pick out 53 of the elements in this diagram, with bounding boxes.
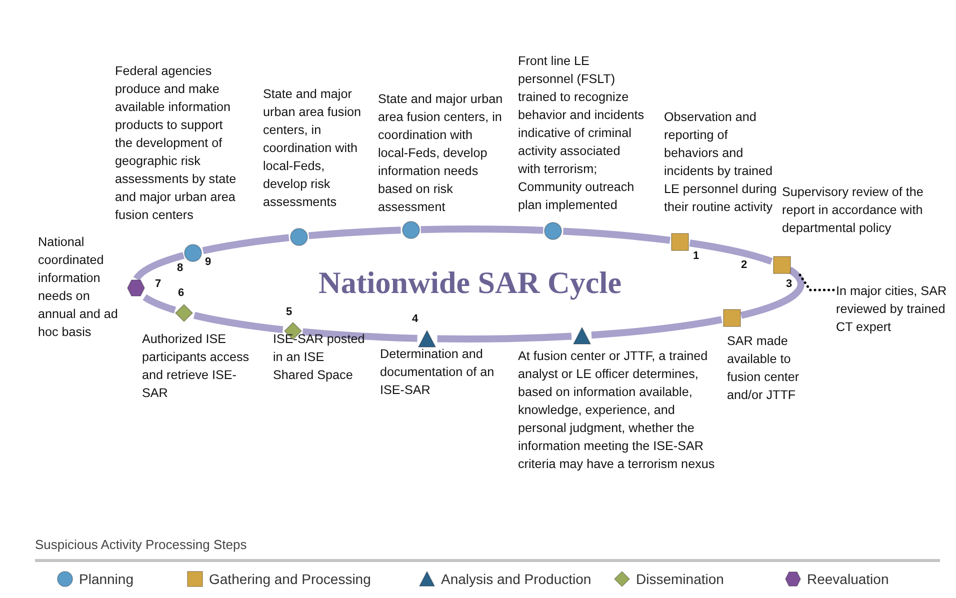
circle-marker [184,244,202,262]
box-marker [772,256,791,274]
cycle-track [420,226,544,234]
step-number: 7 [155,278,162,290]
step-number: 4 [412,313,418,325]
dotted-connector [798,274,836,292]
step-description: Determination and documentation of an ISE-SAR [380,346,496,399]
hexagon-marker [126,279,145,298]
step-description: ISE-SAR posted in an ISE Shared Space [273,331,366,384]
cycle-track [134,252,185,282]
legend-label: Dissemination [636,571,724,587]
legend-label: Analysis and Production [441,571,592,587]
step-description: State and major urban area fusion centers, in coordination with local-Feds, develop information needs based on risk assessment [378,91,504,216]
cycle-track [563,228,670,244]
cycle-track [591,316,722,339]
step-number: 5 [286,306,292,318]
step-description: Observation and reporting of behaviors and incidents by trained LE personnel during their routine activity [664,109,778,216]
step-number: 3 [786,278,792,290]
step-number: 9 [205,256,212,268]
cycle-track [142,294,176,314]
cycle-track [302,328,418,342]
cycle-track [740,267,804,319]
cycle-track [194,312,284,334]
diamond-marker [175,304,194,322]
step-number: 2 [741,259,748,271]
circle-marker [290,228,308,246]
diagram-title: Nationwide SAR Cycle [317,265,623,301]
cycle-track [437,332,572,343]
step-number: 8 [177,262,184,274]
legend-label: Gathering and Processing [209,571,371,587]
legend-label: Reevaluation [807,571,889,587]
box-marker [722,308,741,327]
cycle-track [689,240,773,265]
step-description: Authorized ISE participants access and retrieve ISE-SAR [142,331,250,402]
triangle-marker [418,330,436,348]
legend-label: Planning [79,571,134,587]
box-marker [671,232,690,251]
legend-heading: Suspicious Activity Processing Steps [35,537,247,552]
step-description: Supervisory review of the report in accordance with departmental policy [782,184,924,237]
cycle-track [202,234,290,254]
triangle-marker [572,326,591,345]
circle-marker [544,222,562,240]
step-description: State and major urban area fusion centers, in coordination with local-Feds, develop risk assessments [263,86,362,211]
step-description: At fusion center or JTTF, a trained analyst or LE officer determines, based on information available, knowledge, experience, and personal judgment, whether the information meeting the ISE-SAR criteria may have a terrorism nexus [518,348,716,473]
step-description: Front line LE personnel (FSLT) trained to recognize behavior and incidents indicative of criminal activity associated with terrorism; Community outreach plan implemented [518,53,646,214]
step-description: SAR made available to fusion center and/or JTTF [727,333,800,404]
note-text: In major cities, SAR reviewed by trained CT expert [836,282,951,336]
cycle-track [308,226,401,240]
circle-marker [402,220,420,239]
step-number: 1 [693,250,700,262]
step-number: 6 [178,287,184,299]
step-description: National coordinated information needs on annual and ad hoc basis [38,234,119,341]
step-description: Federal agencies produce and make available information products to support the development of geographic risk assessments by state and major urban area fusion centers [115,63,238,224]
